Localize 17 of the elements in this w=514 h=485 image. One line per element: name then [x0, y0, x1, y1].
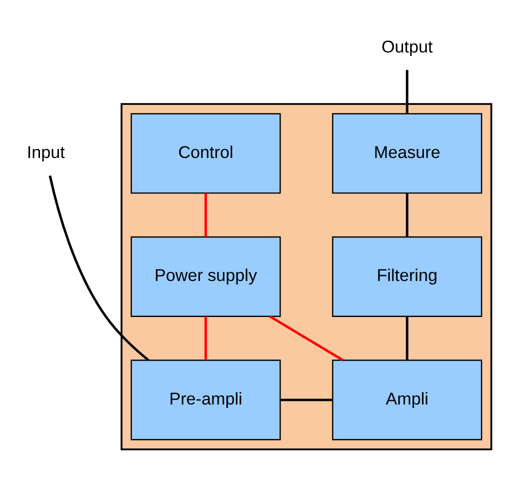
- connector: [406, 193, 408, 237]
- node-box: Ampli: [332, 360, 482, 440]
- connector: [48, 175, 150, 362]
- connector: [204, 316, 207, 360]
- connector: [269, 315, 344, 362]
- node-text: Output: [381, 37, 433, 56]
- connector: [280, 398, 332, 402]
- connector: [406, 70, 408, 114]
- node-text: Input: [26, 142, 65, 162]
- node-box: Control: [130, 113, 281, 194]
- node-box: Pre-ampli: [130, 360, 281, 440]
- connector: [204, 193, 207, 237]
- cluster: [120, 103, 492, 450]
- node-box: Filtering: [332, 236, 482, 317]
- node-box: Measure: [332, 113, 482, 194]
- node-box: Power supply: [130, 236, 281, 317]
- connector: [406, 316, 408, 360]
